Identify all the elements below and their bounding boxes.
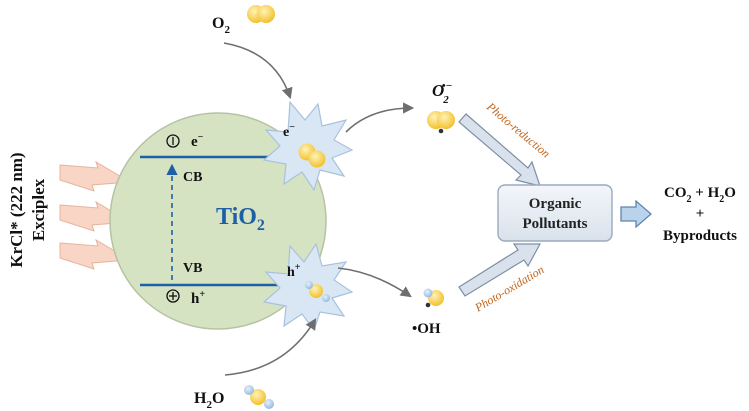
- h2o-input-arrow: [224, 318, 317, 376]
- pollutants-line1: Organic: [529, 196, 582, 212]
- h2o-atom-icon: [322, 294, 330, 302]
- o2-input-arrow: [223, 42, 293, 100]
- lightning-bolt-icon: [59, 238, 132, 270]
- photo-oxidation-label: Photo-oxidation: [471, 262, 546, 315]
- o2-molecule-icon: [257, 5, 275, 23]
- h2o-molecule-icon: [264, 399, 274, 409]
- superoxide-label: O2•−: [432, 80, 452, 106]
- radical-dot-icon: [438, 128, 444, 134]
- products-plus: +: [696, 206, 705, 222]
- hydroxyl-arrow: [337, 267, 412, 298]
- products-block-arrow: [620, 199, 652, 229]
- electron-charge-icon: [166, 134, 180, 148]
- oxidation-block-arrow: [458, 243, 542, 297]
- pollutants-line2: Pollutants: [522, 216, 587, 232]
- lightning-bolt-icon: [59, 160, 132, 192]
- hydroxyl-icon: [423, 288, 433, 298]
- vb-label: VB: [183, 261, 202, 276]
- h2o-molecule-icon: [250, 389, 266, 405]
- h2o-molecule-icon: [244, 385, 254, 395]
- tio2-label: TiO2: [216, 204, 265, 234]
- star-electron-label: e−: [283, 122, 295, 140]
- reduction-block-arrow: [458, 113, 541, 187]
- organic-pollutants-box: [497, 184, 613, 242]
- o2-atom-icon: [308, 150, 326, 168]
- star-hole-label: h+: [287, 262, 301, 280]
- particle-electron-label: e−: [191, 132, 204, 150]
- o2-input-label: O2: [212, 15, 230, 36]
- light-source-label-2: Exciplex: [29, 178, 48, 241]
- superoxide-arrow: [345, 102, 415, 133]
- h2o-input-label: H2O: [194, 390, 224, 411]
- particle-hole-label: h+: [191, 289, 205, 307]
- radical-dot-icon: [425, 302, 431, 308]
- h2o-atom-icon: [309, 284, 323, 298]
- products-line1: CO2 + H2O: [664, 185, 736, 205]
- light-source-label: KrCl* (222 nm): [7, 152, 26, 267]
- superoxide-icon: [437, 111, 455, 129]
- hole-charge-icon: [166, 289, 180, 303]
- h2o-atom-icon: [305, 281, 313, 289]
- cb-label: CB: [183, 170, 202, 185]
- uv-light-bolts: [59, 160, 132, 270]
- products-byproducts: Byproducts: [663, 228, 737, 244]
- hydroxyl-label: •OH: [412, 321, 441, 337]
